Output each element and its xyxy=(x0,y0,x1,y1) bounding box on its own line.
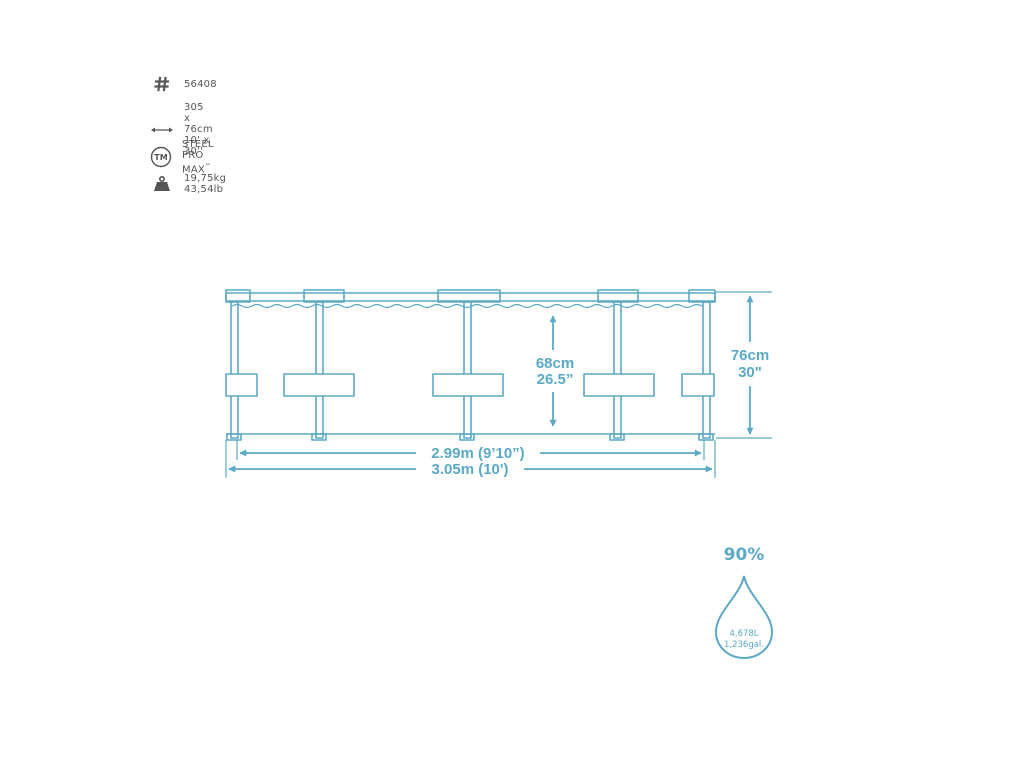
frame-foot xyxy=(226,433,242,441)
rail-connector xyxy=(688,289,716,303)
support-strap xyxy=(225,373,258,397)
weight-kg: 19,75kg xyxy=(184,173,227,184)
fill-level-indicator: 90% 4,678L 1,236gal. xyxy=(714,545,774,660)
support-strap xyxy=(283,373,355,397)
weight-lb: 43,54lb xyxy=(184,184,224,195)
frame-leg xyxy=(702,301,711,439)
svg-text:TM: TM xyxy=(154,153,167,162)
frame-leg xyxy=(315,301,324,439)
trademark-icon: TM xyxy=(150,145,172,169)
size-imperial: 10' x 30'' xyxy=(184,135,210,157)
inner-width-label: 2.99m (9’10”) xyxy=(431,445,524,462)
fill-gallons: 1,236gal. xyxy=(724,640,764,650)
outer-height-imperial: 30" xyxy=(738,364,762,381)
frame-leg xyxy=(230,301,239,439)
support-strap xyxy=(432,373,504,397)
spec-weight-row: 19,75kg 43,54lb xyxy=(150,172,226,196)
size-metric: 305 x 76cm xyxy=(184,102,213,135)
double-arrow-icon xyxy=(150,118,174,142)
frame-foot xyxy=(698,433,714,441)
spec-brand-row: TM STEEL PRO MAX™ xyxy=(150,139,216,175)
frame-foot xyxy=(609,433,625,441)
frame-legs xyxy=(230,301,711,439)
support-strap xyxy=(681,373,715,397)
outer-height-metric: 76cm xyxy=(731,347,769,364)
fill-percent: 90% xyxy=(724,545,765,565)
pool-size: 305 x 76cm 10' x 30'' xyxy=(184,102,213,157)
outer-width-label: 3.05m (10') xyxy=(432,461,509,478)
inner-height-metric: 68cm xyxy=(536,355,574,372)
water-drop-icon xyxy=(714,575,774,660)
frame-foot xyxy=(311,433,327,441)
weight-icon xyxy=(150,172,174,196)
support-straps xyxy=(225,373,715,397)
spec-size-row: 305 x 76cm 10' x 30'' xyxy=(150,102,213,157)
model-number: 56408 xyxy=(184,78,217,90)
frame-leg xyxy=(613,301,622,439)
water-surface xyxy=(231,303,703,309)
trademark-mark: ™ xyxy=(204,163,212,170)
frame-foot xyxy=(459,433,475,441)
top-rail xyxy=(225,292,716,302)
rail-connector xyxy=(303,289,345,303)
spec-model-row: 56408 xyxy=(150,72,217,96)
pool-weight: 19,75kg 43,54lb xyxy=(184,173,226,195)
frame-leg xyxy=(463,301,472,439)
product-line: STEEL PRO MAX™ xyxy=(182,139,214,176)
inner-height-imperial: 26.5” xyxy=(537,371,574,388)
support-strap xyxy=(583,373,655,397)
fill-liters: 4,678L xyxy=(729,629,758,639)
hash-icon xyxy=(150,72,174,96)
